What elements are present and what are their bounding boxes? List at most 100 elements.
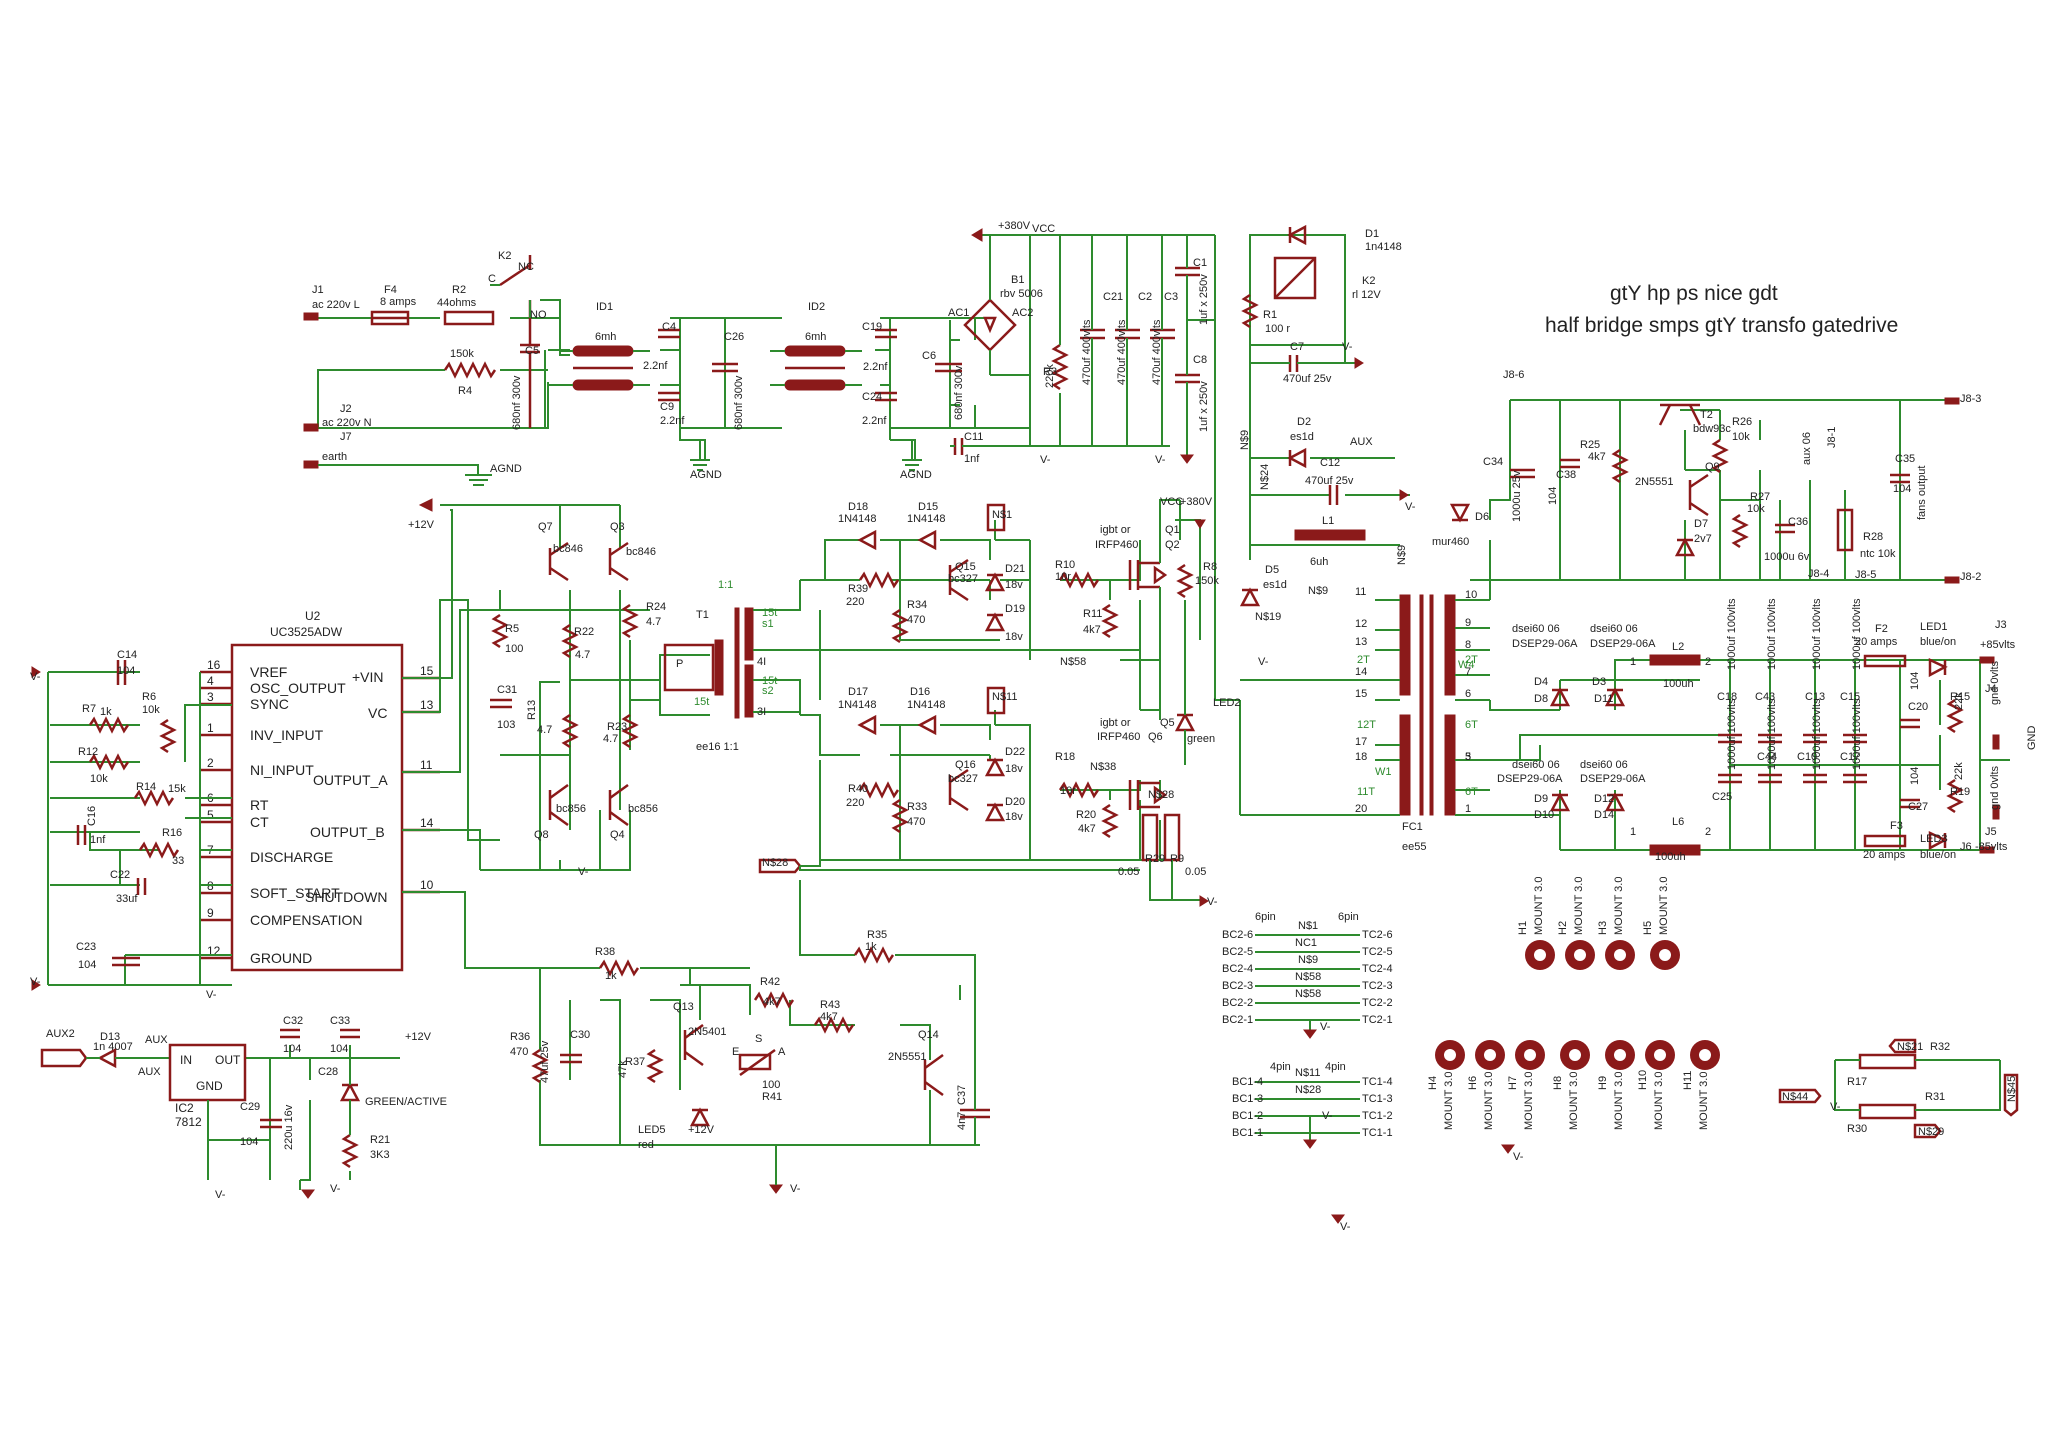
label-c32v: 104 [283,1043,301,1055]
label-l1: L1 [1322,515,1334,527]
label-j6v: -85vlts [1975,841,2008,853]
j5-connector[interactable] [1992,804,2000,820]
label-d17v: 1N4148 [838,699,877,711]
label-r13: R13 [526,700,538,720]
label-c23: C23 [76,941,96,953]
ic2-value-label: 7812 [175,1115,202,1129]
label-q15: Q15 [955,561,976,573]
l6-inductor [1649,844,1701,856]
j6-connector[interactable] [1979,846,1995,854]
label-vm3: V- [1342,341,1353,353]
label-r7v: 1k [100,706,112,718]
label-c43: C43 [1755,691,1775,703]
aux-regulator [40,1028,400,1199]
label-c22v: 33uf [116,893,138,905]
label-r9v: 0.05 [1185,866,1206,878]
label-vm5: V- [578,866,589,878]
mount-hole-name: H2 [1557,921,1569,935]
label-q7: Q7 [538,521,553,533]
label-c15: C15 [1840,691,1860,703]
j7-connector[interactable] [303,460,319,469]
label-j1v: ac 220v L [312,299,360,311]
bulk-capacitors [1080,235,1175,446]
label-vcc1: VCC [1032,223,1055,235]
label-j3: J3 [1995,619,2007,631]
label-j81: J8-1 [1826,427,1838,448]
label-q4: Q4 [610,829,625,841]
label-t5: 5 [1465,751,1471,763]
mount-hole-name: H9 [1597,1076,1609,1090]
label-cv6: 1000uf 100vlts [1766,698,1778,770]
mount-hole-name: H10 [1637,1070,1649,1090]
label-cv1: 1000uf 100vlts [1726,598,1738,670]
j2-connector[interactable] [303,423,319,432]
u2-pin-name: +VIN [352,669,384,685]
label-d18: D18 [848,501,868,513]
led1 [1928,658,1948,678]
c31-capacitor [490,698,512,709]
label-k2nc: NC [518,261,534,273]
label-ns21: N$21 [1897,1041,1923,1053]
r35-resistor [853,946,895,964]
label-p12: +12V [408,519,435,531]
label-r18v: 10r [1060,785,1076,797]
j3-connector[interactable] [1979,656,1995,664]
label-r29: R29 [1145,853,1165,865]
label-cv4: 1000uf 100vlts [1851,598,1863,670]
label-c29b: 220u 16v [283,1104,295,1150]
label-vm8: V- [206,989,217,1001]
label-t11: 11 [1355,586,1366,598]
label-c12v: 470uf 25v [1305,475,1354,487]
r41-trimmer[interactable] [738,1053,772,1071]
label-r16v: 33 [172,855,184,867]
label-r40v: 220 [846,797,864,809]
u2-pin-name: SYNC [250,696,289,712]
label-r12: R12 [78,746,98,758]
ic2-out-label: OUT [215,1053,241,1067]
label-id2: ID2 [808,301,825,313]
label-t2t: 2T [1357,654,1370,666]
mount-hole-center [1614,1049,1626,1061]
label-f4: F4 [384,284,397,296]
u2-pin-name: CT [250,814,269,830]
mount-hole-center [1654,1049,1666,1061]
output-rectifier-filter [1489,659,2010,851]
j8-3-connector[interactable] [1944,397,1960,405]
q8-transistor [548,783,569,827]
label-d13: D13 [100,1031,120,1043]
label-r7: R7 [82,703,96,715]
j4-connector[interactable] [1992,734,2000,750]
label-c10: C10 [1797,751,1817,763]
label-r2: R2 [452,284,466,296]
fan-control [1470,399,1945,600]
c4-c9-capacitors [658,328,680,402]
mount-hole-value: MOUNT 3.0 [1658,877,1670,935]
label-d5: D5 [1265,564,1279,576]
ns11-label-box [986,686,1006,715]
label-agnd2: AGND [690,469,722,481]
label-agnd3: AGND [900,469,932,481]
label-j86: J8-6 [1503,369,1524,381]
label-cv3: 1000uf 100vlts [1811,598,1823,670]
j8-2-connector[interactable] [1944,576,1960,584]
label-r31: R31 [1925,1091,1945,1103]
label-bc25: BC2-5 [1222,946,1253,958]
plus380v-flag [971,228,983,242]
label-t17: 17 [1355,736,1367,748]
label-c1v: 1uf x 250v [1198,274,1210,325]
label-bn11: N$11 [1295,1067,1320,1079]
label-led1: LED1 [1920,621,1948,633]
j1-connector[interactable] [303,312,319,321]
label-d2v: es1d [1290,431,1314,443]
label-c7v: 470uf 25v [1283,373,1332,385]
k2-relay-coil [1273,256,1317,300]
ns28-flag [758,858,802,874]
u2-pin-number: 4 [207,674,214,688]
label-vm4: V- [1405,501,1416,513]
label-r8v: 150k [1195,575,1219,587]
label-vm15: V- [1513,1151,1524,1163]
label-t1p1: 1 [1465,803,1471,815]
label-p12c: +12V [405,1031,432,1043]
label-r36v: 470 [510,1046,528,1058]
